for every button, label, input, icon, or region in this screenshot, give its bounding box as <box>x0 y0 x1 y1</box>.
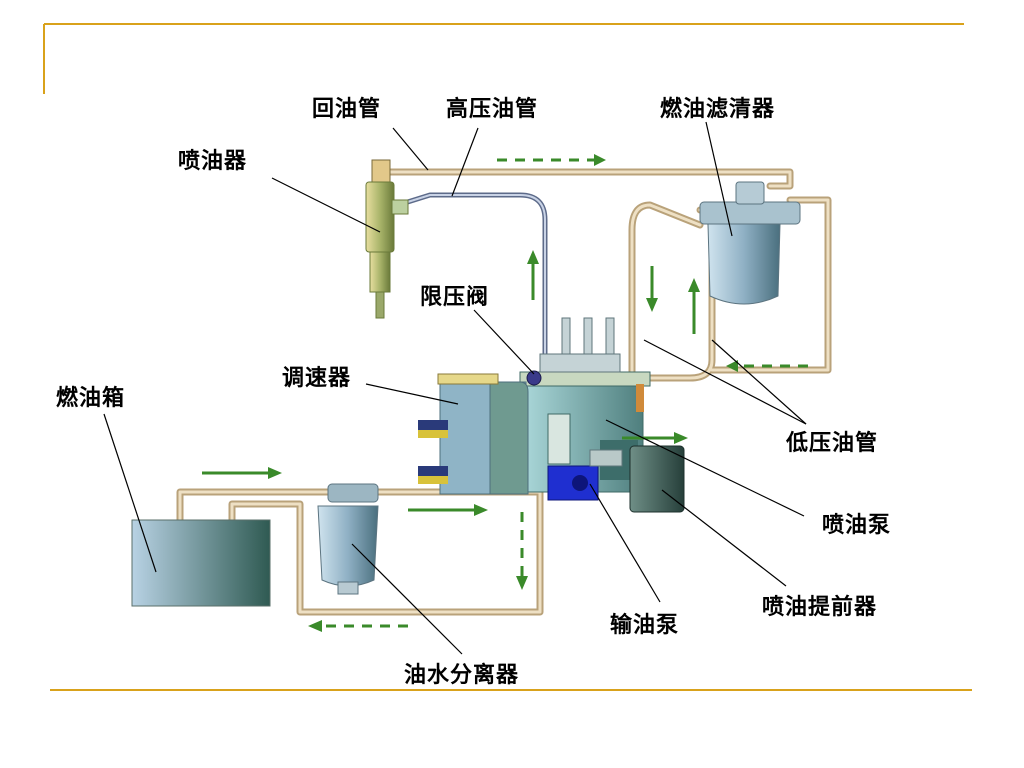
label-return-pipe: 回油管 <box>312 96 382 122</box>
label-water-separator: 油水分离器 <box>404 662 520 688</box>
leader-lines <box>103 121 807 655</box>
label-injector: 喷油器 <box>178 148 248 174</box>
label-injection-pump: 喷油泵 <box>822 512 892 538</box>
label-feed-pump: 输油泵 <box>610 612 680 638</box>
label-governor: 调速器 <box>282 365 352 391</box>
fuel-filter <box>699 181 801 305</box>
label-low-pressure-pipe: 低压油管 <box>786 430 879 456</box>
label-fuel-filter: 燃油滤清器 <box>660 96 776 122</box>
water-separator <box>317 483 379 595</box>
label-pressure-limit-valve: 限压阀 <box>420 284 490 310</box>
fuel-tank <box>131 519 271 607</box>
injection-advancer <box>629 445 685 513</box>
injector <box>365 159 409 319</box>
label-high-pressure-pipe: 高压油管 <box>446 96 539 122</box>
governor <box>418 373 529 495</box>
label-fuel-tank: 燃油箱 <box>56 385 126 411</box>
feed-pump <box>547 449 623 501</box>
flow-arrows <box>202 154 808 632</box>
label-injection-advancer: 喷油提前器 <box>762 594 878 620</box>
